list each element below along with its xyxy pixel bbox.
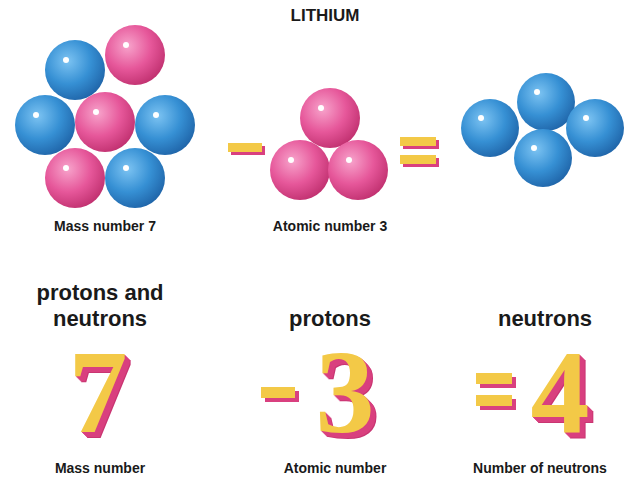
column-heading: protons and neutrons xyxy=(5,280,195,332)
minus-sign xyxy=(261,387,299,402)
neutrons-group xyxy=(461,73,624,187)
diagram-title: LITHIUM xyxy=(291,6,360,26)
column-label: Atomic number xyxy=(284,460,387,476)
protons-group xyxy=(270,88,388,200)
caption-label: Mass number 7 xyxy=(54,218,156,234)
big-numeral: 7 xyxy=(69,334,128,452)
column-heading: neutrons xyxy=(498,306,592,332)
highlights xyxy=(33,42,589,171)
column-label: Number of neutrons xyxy=(473,460,607,476)
big-numeral: 4 xyxy=(531,334,590,452)
caption-label: Atomic number 3 xyxy=(273,218,387,234)
column-heading: protons xyxy=(289,306,371,332)
big-numeral: 3 xyxy=(316,334,375,452)
column-label: Mass number xyxy=(55,460,145,476)
minus-sign xyxy=(228,143,265,155)
nucleus-mass xyxy=(15,25,195,208)
equals-sign xyxy=(400,137,439,167)
equals-sign xyxy=(476,373,516,410)
